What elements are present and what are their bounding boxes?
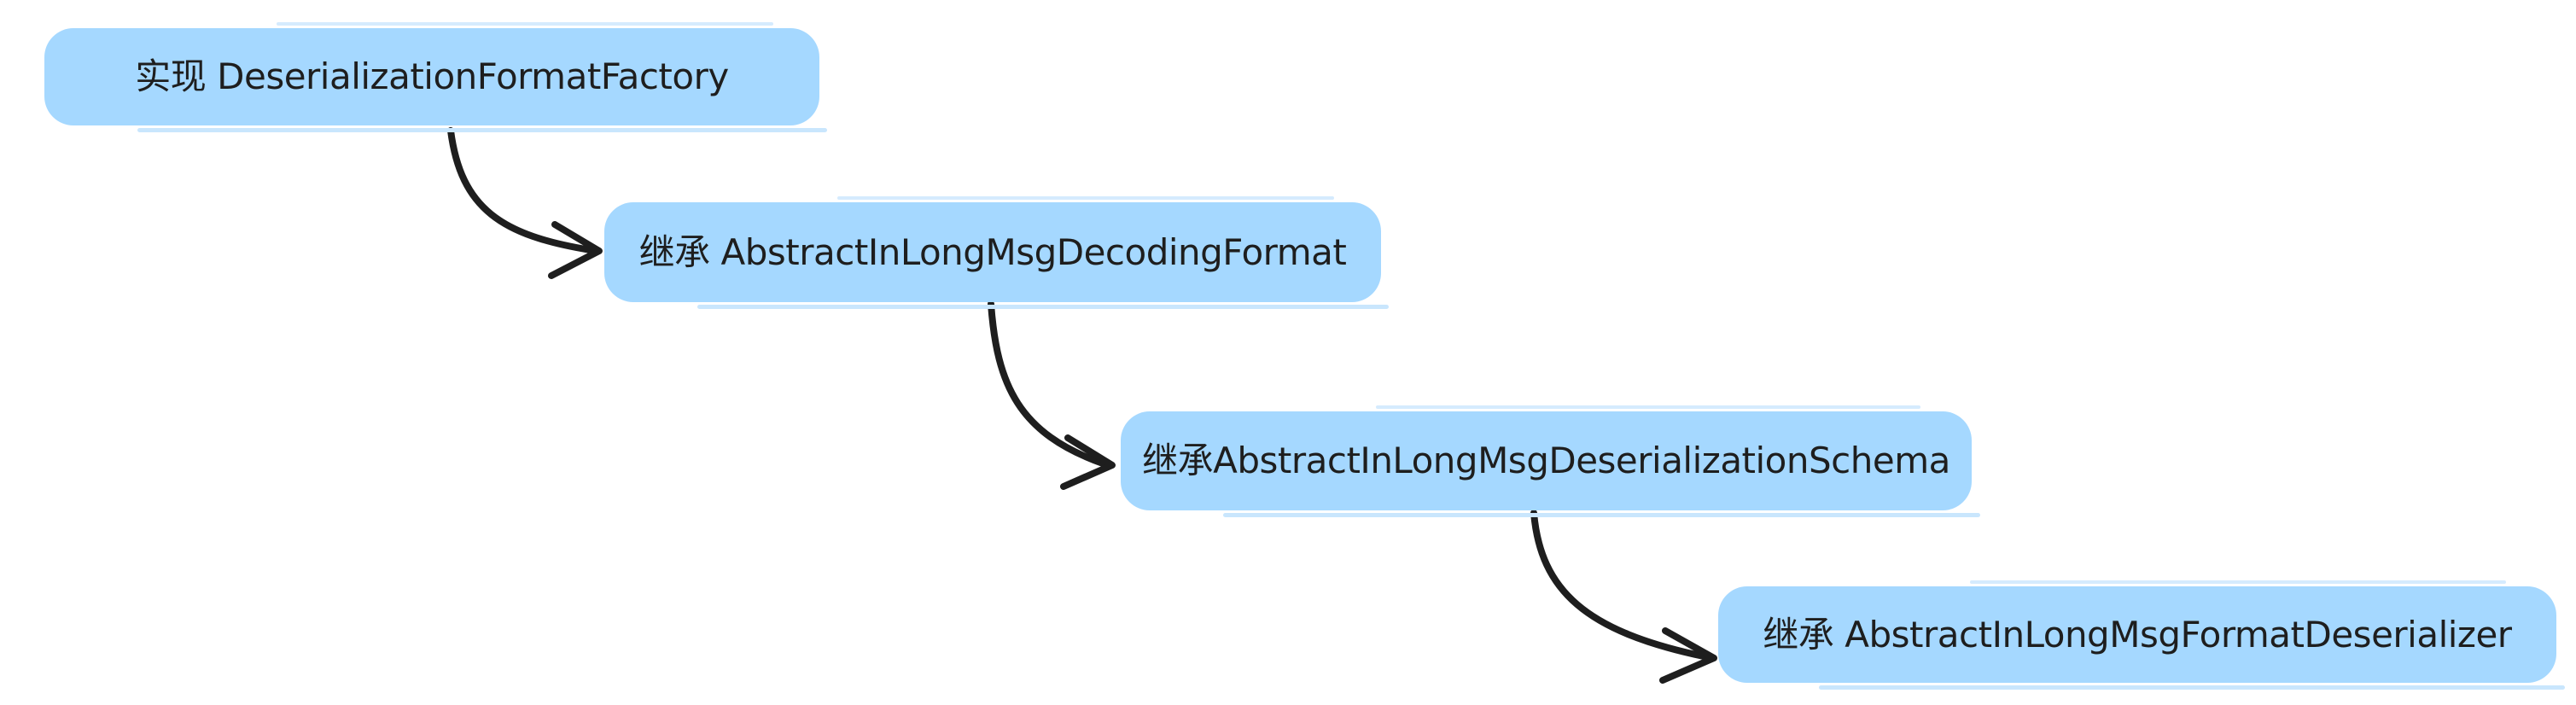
arrow-shaft [1530, 510, 1707, 660]
node-label: 继承 AbstractInLongMsgDecodingFormat [638, 230, 1347, 273]
arrowhead-icon [548, 221, 603, 279]
arrowhead-icon [1659, 627, 1717, 684]
node-label: 继承AbstractInLongMsgDeserializationSchema [1142, 440, 1950, 481]
arrow-shaft [988, 300, 1106, 467]
node-abstract-inlongmsg-deserialization-schema: 继承AbstractInLongMsgDeserializationSchema [1121, 405, 1980, 517]
arrow-node3-to-node4 [1530, 510, 1717, 684]
arrow-node1-to-node2 [447, 127, 603, 279]
node-deserialization-format-factory: 实现 DeserializationFormatFactory [44, 22, 828, 132]
arrow-node2-to-node3 [988, 300, 1116, 490]
node-abstract-inlongmsg-decoding-format: 继承 AbstractInLongMsgDecodingFormat [604, 196, 1390, 309]
node-abstract-inlongmsg-format-deserializer: 继承 AbstractInLongMsgFormatDeserializer [1718, 580, 2565, 690]
arrow-shaft [447, 127, 594, 253]
node-label: 继承 AbstractInLongMsgFormatDeserializer [1763, 613, 2512, 655]
arrowhead-icon [1060, 434, 1116, 490]
node-label: 实现 DeserializationFormatFactory [135, 55, 729, 97]
